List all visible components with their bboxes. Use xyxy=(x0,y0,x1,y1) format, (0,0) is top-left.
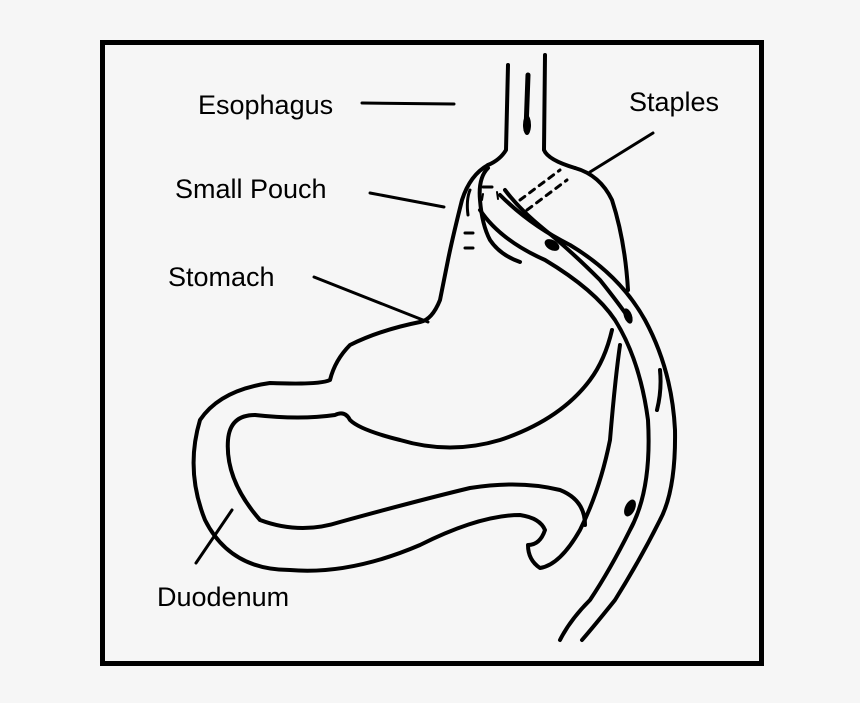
small-pouch-leader-line xyxy=(368,191,446,209)
roux-limb-shape xyxy=(478,193,678,642)
esophagus-leader-line xyxy=(360,101,456,106)
small-pouch-shape xyxy=(418,163,522,324)
staples-leader-line xyxy=(588,131,655,174)
stomach-leader-line xyxy=(312,275,430,324)
esophagus-shape xyxy=(486,53,577,170)
label-duodenum: Duodenum xyxy=(157,582,290,612)
label-small-pouch: Small Pouch xyxy=(175,174,327,204)
label-stomach: Stomach xyxy=(168,262,275,292)
label-staples: Staples xyxy=(629,87,720,117)
diagram-frame xyxy=(100,40,764,666)
staples-line xyxy=(518,168,569,212)
stomach-body-shape xyxy=(191,320,622,573)
label-esophagus: Esophagus xyxy=(198,90,334,120)
stomach-upper-shape xyxy=(503,166,632,322)
duodenum-leader-line xyxy=(194,508,234,565)
